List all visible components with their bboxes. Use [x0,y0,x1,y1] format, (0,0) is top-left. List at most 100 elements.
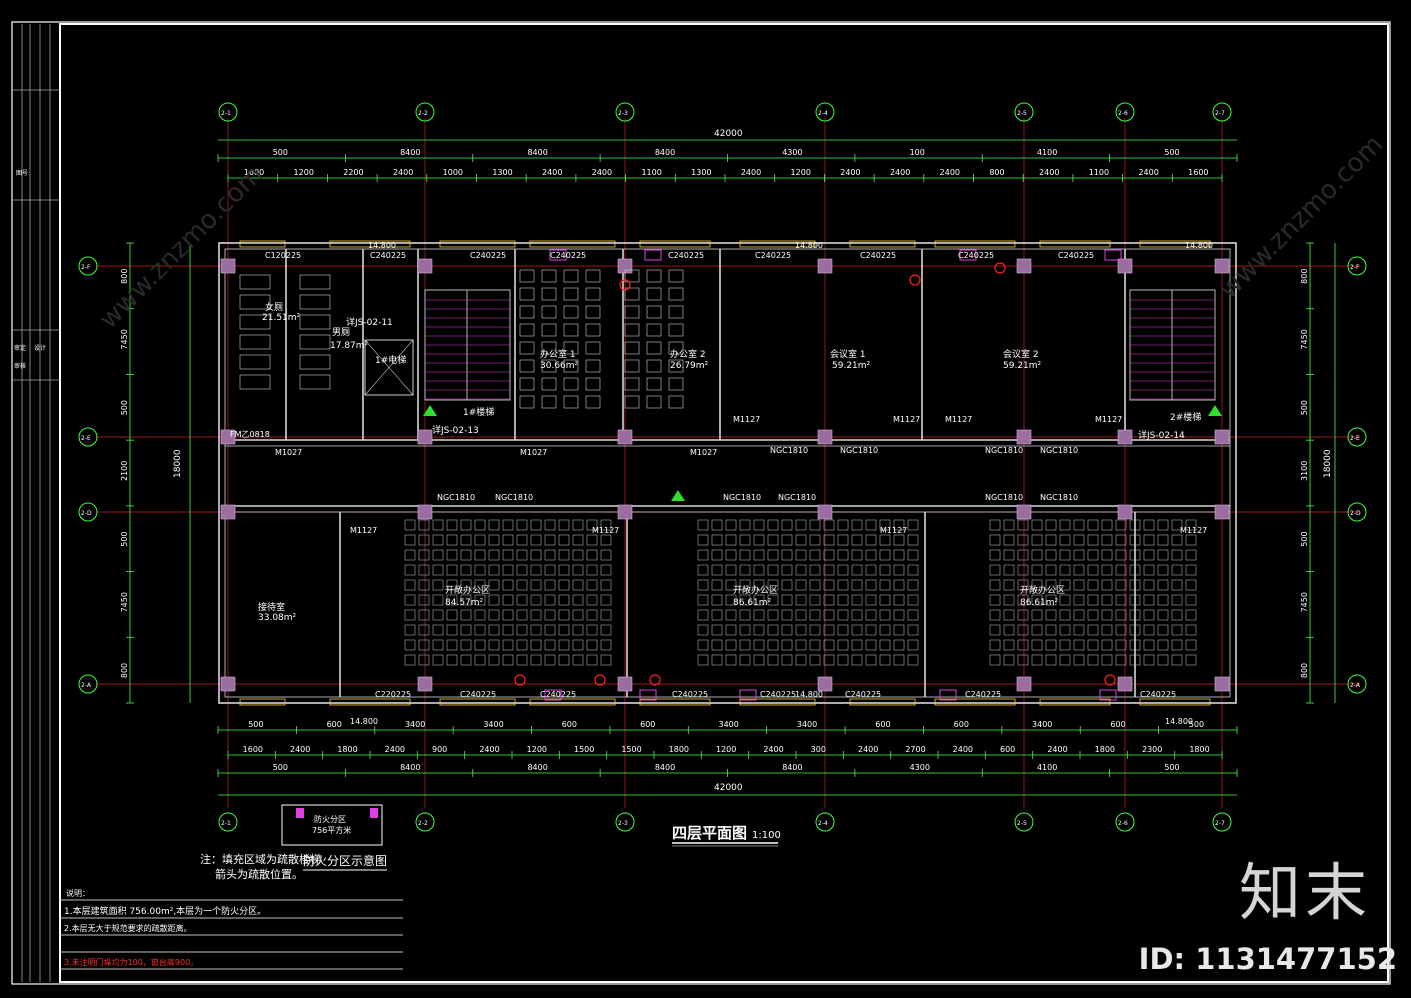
desk [502,624,514,636]
desk [907,579,919,591]
column [1016,258,1032,274]
ngc-label: NGC1810 [1040,446,1078,455]
toilet [299,374,331,390]
desk [600,564,612,576]
desk [823,609,835,621]
axis-label: 2-6 [1118,820,1128,827]
chair [624,269,640,283]
axis-label: 2-3 [618,110,628,117]
chair [668,377,684,391]
desk [865,624,877,636]
desk [837,654,849,666]
diagonal-watermark: www.znzmo.com www.znzmo.com [94,130,1389,335]
window [329,240,411,248]
desk [781,624,793,636]
right-dim: 3100 [1300,461,1309,481]
evac-arrow [423,405,437,416]
desk [1185,549,1197,561]
elevator-label: 1#电梯 [375,354,406,366]
desk [502,564,514,576]
bottom-dim-l3: 3400 [719,720,739,729]
desk [753,534,765,546]
desk [823,549,835,561]
desk [1143,519,1155,531]
desk [1087,654,1099,666]
desk [781,579,793,591]
column [617,429,633,445]
desk [558,609,570,621]
top-dim-l2: 2400 [1039,168,1059,177]
desk [1087,534,1099,546]
room-area: 17.87m² [330,341,369,351]
desk [1185,519,1197,531]
room-name: 开敞办公区 [733,584,778,596]
window [849,698,916,706]
desk [474,609,486,621]
toilet [299,314,331,330]
notes-header: 说明： [66,888,90,898]
desk [697,594,709,606]
desk [767,639,779,651]
chair [646,269,662,283]
top-dim-l2: 2400 [940,168,960,177]
desk [907,609,919,621]
desk [404,549,416,561]
top-dim-l2: 2400 [741,168,761,177]
desk [795,624,807,636]
desk [516,609,528,621]
desk [907,519,919,531]
elevator [364,339,414,396]
desk [558,579,570,591]
desk [1031,534,1043,546]
desk [879,564,891,576]
chair [585,305,601,319]
room-name: 接待室 [258,601,285,613]
desk [781,549,793,561]
desk [600,639,612,651]
bottom-dim-l2: 300 [811,745,826,754]
desk [502,534,514,546]
desk [781,564,793,576]
top-dim-l1: 100 [910,148,925,157]
drawing-border [59,23,1389,983]
axis-bubble [1347,674,1367,694]
fire-hydrant [994,262,1006,274]
axis-bubble [78,502,98,522]
desk [823,594,835,606]
opening-labels: C120225 C240225 C240225 C240225 C240225 … [230,241,1213,726]
desk [1017,519,1029,531]
desk [600,654,612,666]
desk [446,519,458,531]
axis-bubble [78,427,98,447]
desk [1045,579,1057,591]
window [934,240,1016,248]
desk [739,519,751,531]
desk [460,579,472,591]
desk [865,639,877,651]
chair [646,395,662,409]
top-dim-l1: 500 [1164,148,1179,157]
axis-label: 2-4 [818,820,828,827]
desk [432,579,444,591]
room-name: 办公室 1 [540,348,576,360]
desk [1171,639,1183,651]
hvac-marker [939,689,957,701]
desk [404,564,416,576]
chair [624,341,640,355]
desk [767,519,779,531]
sheet-label-1: 审定 [14,344,26,352]
desk [1101,534,1113,546]
desk [851,639,863,651]
room-area: 84.57m² [445,598,484,608]
left-dim: 7450 [120,329,129,349]
desk [1115,654,1127,666]
bottom-dim-l2: 1800 [1095,745,1115,754]
desk [418,654,430,666]
door-label: M1127 [592,526,619,535]
axis-label: 2-D [1350,510,1361,517]
desk [1185,534,1197,546]
window-label: C240225 [760,690,796,699]
window-label: C240225 [965,690,1001,699]
desk [753,639,765,651]
desk [488,519,500,531]
